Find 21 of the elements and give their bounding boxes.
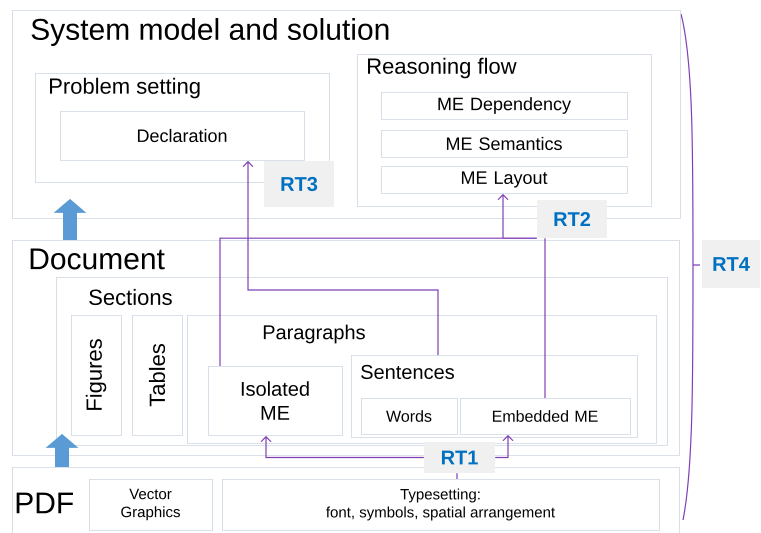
route-tag: RT2: [537, 200, 607, 238]
connector: [544, 238, 546, 398]
item-box: Declaration: [60, 111, 305, 161]
item-box: Tables: [132, 315, 183, 436]
item-box: ME Semantics: [381, 130, 628, 158]
connector: [456, 473, 458, 479]
item-box: ME Layout: [381, 166, 628, 194]
item-box: Figures: [71, 315, 122, 436]
item-box: Isolated ME: [208, 366, 343, 436]
item-box: ME Dependency: [381, 92, 628, 120]
route-tag: RT4: [702, 240, 760, 288]
connector: [495, 434, 514, 458]
edge-label: RT3: [264, 161, 334, 207]
route-tag: RT1: [424, 442, 495, 473]
item-box: Vector Graphics: [89, 479, 213, 531]
connector: [242, 160, 439, 355]
item-box: Typesetting: font, symbols, spatial arrangement: [222, 479, 660, 531]
item-box: Embedded ME: [460, 398, 631, 435]
connector: [498, 194, 537, 239]
connector: [260, 436, 424, 458]
item-box: Words: [361, 398, 458, 435]
